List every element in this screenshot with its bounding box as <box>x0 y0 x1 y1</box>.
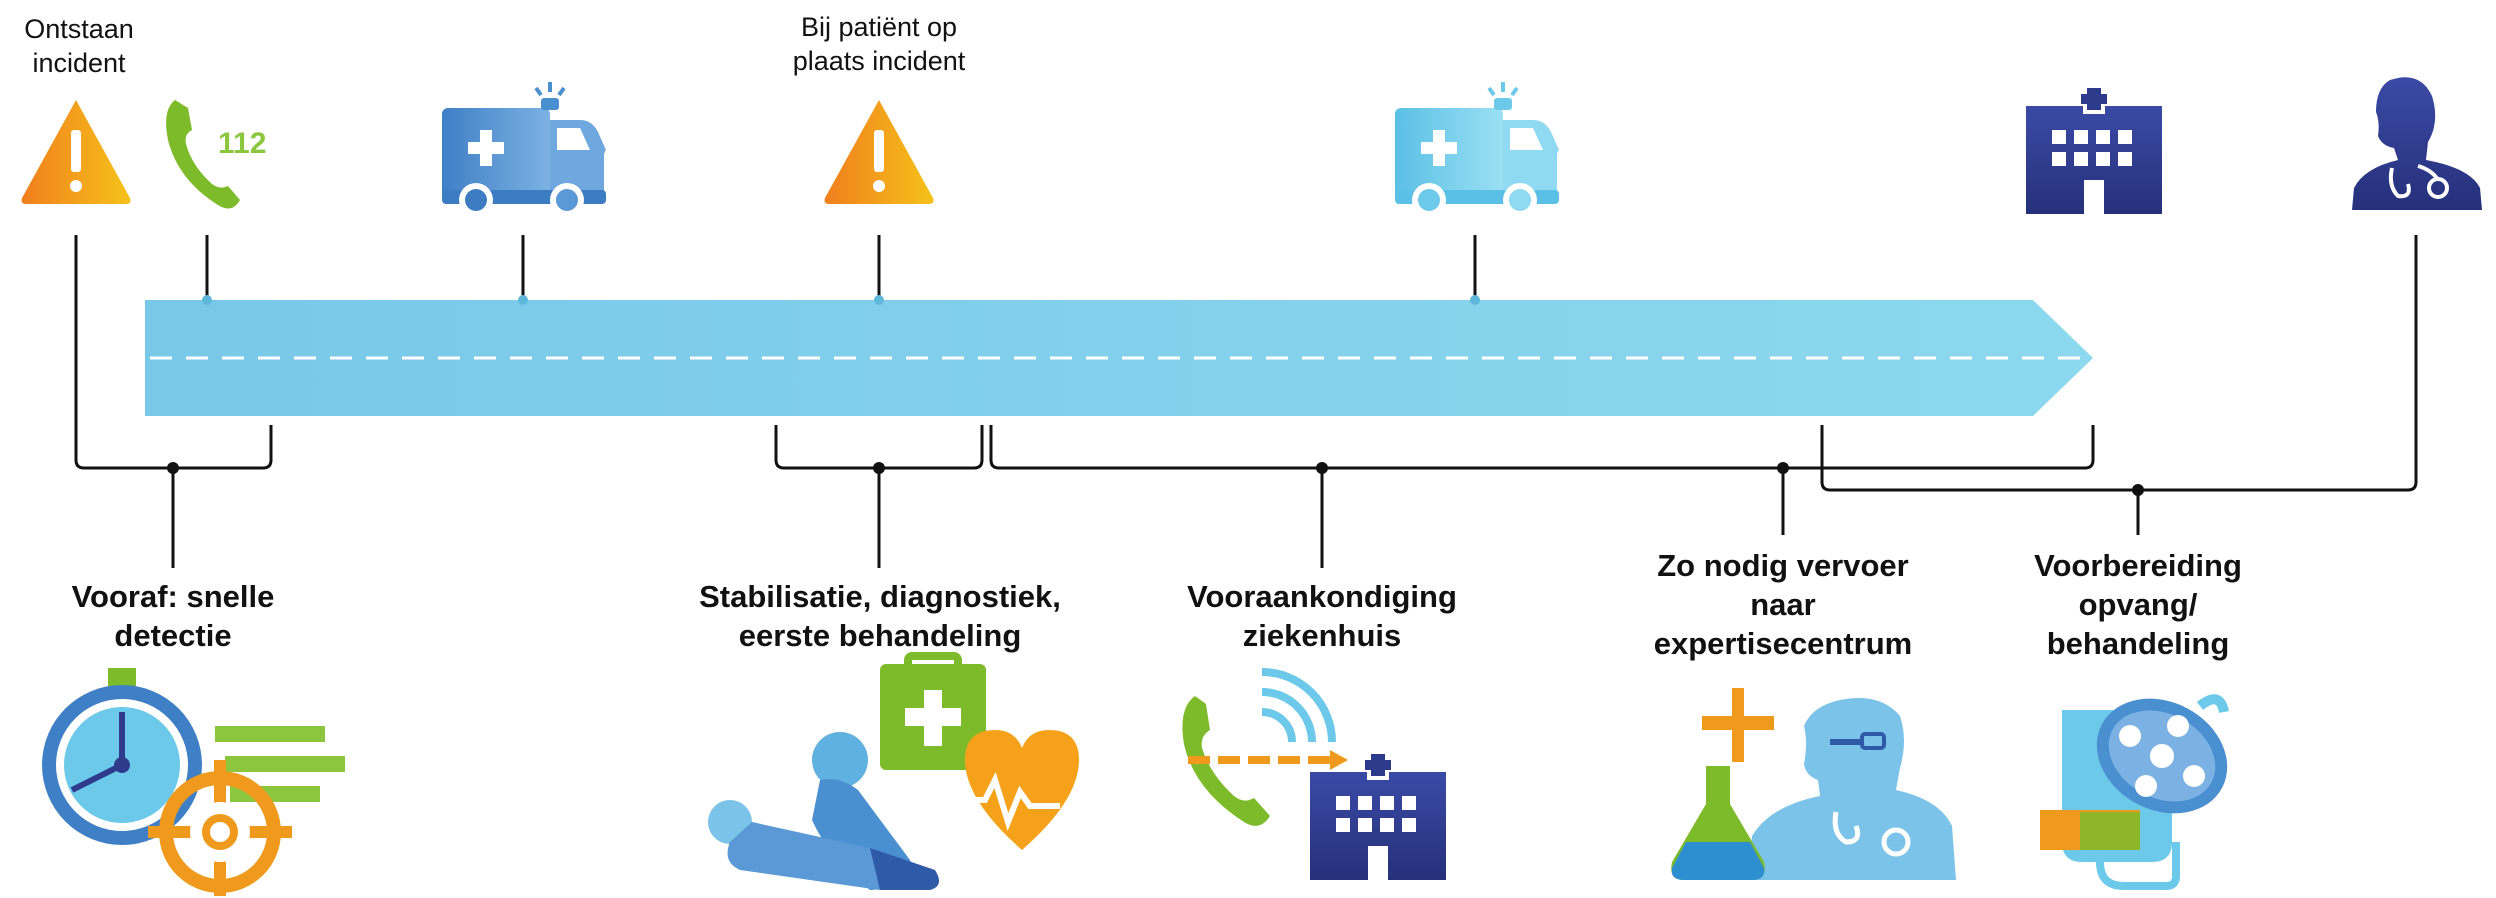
phase-label-voorbereiding: Voorbereiding opvang/ behandeling <box>2034 548 2242 661</box>
event-label-ontstaan: Ontstaan incident <box>24 14 134 78</box>
phone-hospital-icon <box>1182 668 1446 880</box>
phase-label-vooraankondiging: Vooraankondiging ziekenhuis <box>1187 579 1457 653</box>
phase-label-stabilisatie: Stabilisatie, diagnostiek, eerste behand… <box>699 579 1061 653</box>
ambulance-icon <box>442 82 606 217</box>
surgery-lamp-icon <box>2040 694 2229 890</box>
phone-number: 112 <box>218 127 266 160</box>
doctor-icon <box>2352 77 2482 210</box>
top-connectors <box>205 235 1477 300</box>
hospital-icon <box>2026 84 2162 214</box>
first-aid-cpr-icon <box>708 652 1079 890</box>
warning-icon-2 <box>824 100 934 204</box>
timeline-arrow <box>145 300 2093 416</box>
stopwatch-target-icon <box>42 668 345 896</box>
phase-label-vooraf: Vooraf: snelle detectie <box>71 579 275 653</box>
event-label-bij-patient: Bij patiënt op plaats incident <box>792 12 966 76</box>
lab-doctor-icon <box>1671 688 1956 880</box>
phase-label-vervoer: Zo nodig vervoer naar expertisecentrum <box>1653 548 1913 661</box>
warning-icon <box>21 100 131 204</box>
phone-112-icon: 112 <box>166 100 266 209</box>
ambulance-light-icon <box>1395 82 1559 217</box>
